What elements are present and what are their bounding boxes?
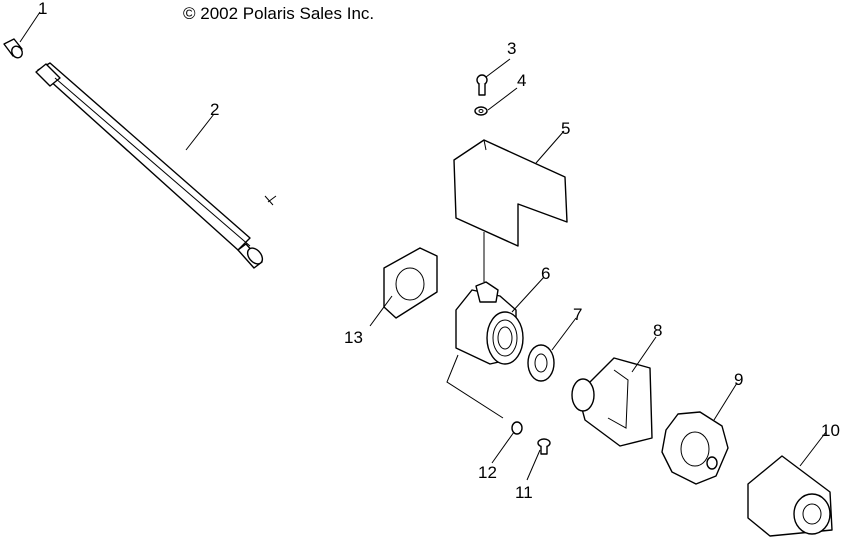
callout-3: 3 xyxy=(507,39,516,58)
callout-10: 10 xyxy=(821,421,840,440)
callout-11: 11 xyxy=(515,483,533,502)
copyright-text: © 2002 Polaris Sales Inc. xyxy=(183,4,375,23)
part-10-outer-flange xyxy=(747,455,833,537)
callout-9: 9 xyxy=(734,370,743,389)
callout-7: 7 xyxy=(573,305,582,324)
part-11-screw xyxy=(537,438,551,455)
callout-12: 12 xyxy=(478,463,497,482)
part-5-cover xyxy=(453,139,568,282)
part-7-seal xyxy=(527,344,555,382)
part-3-bolt xyxy=(476,74,488,96)
callout-8: 8 xyxy=(653,321,662,340)
part-2-shaft xyxy=(35,62,277,269)
callout-labels: 1 2 3 4 5 6 7 8 9 10 11 12 13 xyxy=(38,0,840,502)
part-9-drive-gear xyxy=(661,411,729,485)
callout-13: 13 xyxy=(344,328,363,347)
part-6-bearing-housing xyxy=(446,281,524,419)
part-12-washer xyxy=(511,421,523,435)
callout-4: 4 xyxy=(517,71,526,90)
part-1-bushing xyxy=(3,38,23,59)
leader-lines xyxy=(19,11,827,481)
callout-6: 6 xyxy=(541,264,550,283)
part-13-gasket xyxy=(383,247,438,319)
part-8-drive-hub xyxy=(571,357,653,447)
callout-5: 5 xyxy=(561,119,570,138)
callout-1: 1 xyxy=(38,0,47,18)
part-4-washer xyxy=(474,106,488,116)
callout-2: 2 xyxy=(210,100,219,119)
